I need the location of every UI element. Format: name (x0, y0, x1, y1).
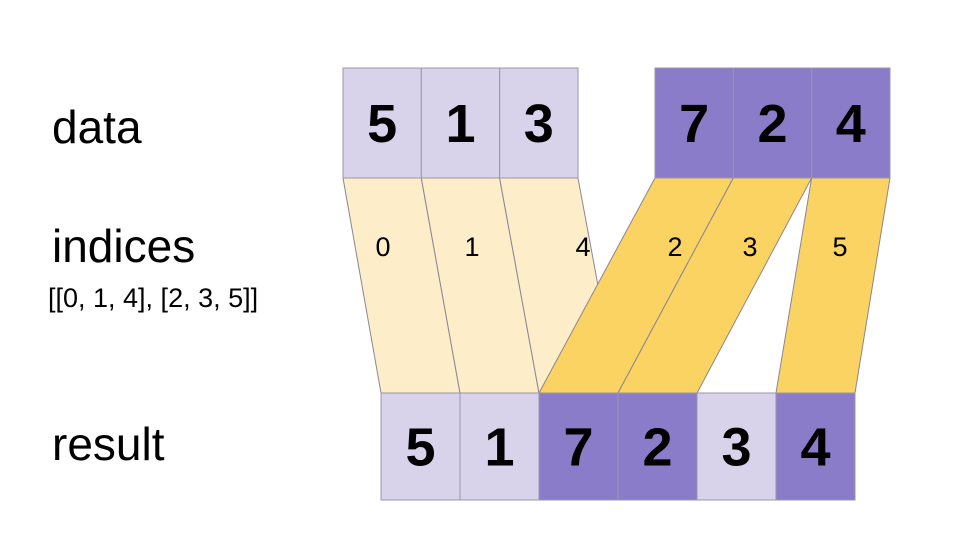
ribbon-group (342, 177, 891, 394)
result-cell-5 (775, 392, 856, 501)
data-value-1: 1 (445, 94, 475, 154)
data-value-5: 4 (836, 94, 866, 154)
data-cell-4 (732, 67, 813, 179)
row-label-indices: indices (52, 220, 195, 272)
index-value-0: 0 (375, 232, 390, 262)
data-value-3: 7 (679, 94, 709, 154)
result-value-5: 4 (800, 418, 830, 478)
indices-array-literal: [[0, 1, 4], [2, 3, 5]] (48, 283, 258, 313)
result-value-1: 1 (484, 418, 514, 478)
index-value-1: 1 (464, 232, 479, 262)
data-cell-2 (499, 67, 579, 179)
result-value-0: 5 (405, 418, 435, 478)
index-value-5: 5 (832, 232, 847, 262)
result-cell-3 (617, 392, 698, 501)
data-value-4: 2 (757, 94, 787, 154)
data-value-2: 3 (524, 94, 554, 154)
result-cell-2 (538, 392, 619, 501)
result-value-4: 3 (721, 418, 751, 478)
index-value-2: 2 (667, 232, 682, 262)
index-label-group: 0 1 4 2 3 5 (375, 232, 847, 262)
result-value-2: 7 (563, 418, 593, 478)
data-cell-5 (811, 67, 891, 179)
result-cell-4 (696, 392, 777, 501)
index-value-3: 3 (742, 232, 757, 262)
result-cell-0 (380, 392, 461, 501)
row-label-result: result (52, 418, 165, 470)
index-value-4: 4 (575, 232, 590, 262)
row-label-data: data (52, 101, 142, 153)
result-cell-1 (459, 392, 540, 501)
result-value-3: 2 (642, 418, 672, 478)
data-value-0: 5 (367, 94, 397, 154)
